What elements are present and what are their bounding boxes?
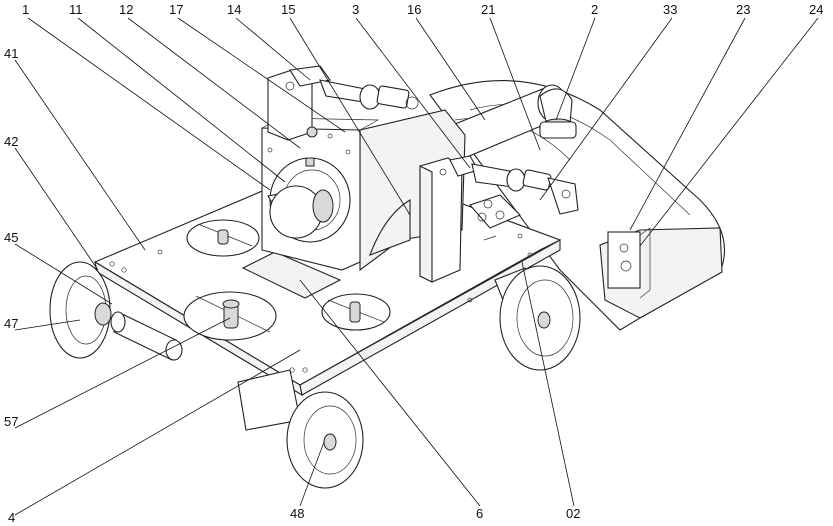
callout-14: 14 — [227, 2, 241, 17]
callout-47: 47 — [4, 316, 18, 331]
callout-16: 16 — [407, 2, 421, 17]
callout-17: 17 — [169, 2, 183, 17]
callout-02: 02 — [566, 506, 580, 521]
callout-11: 11 — [69, 2, 83, 17]
callout-15: 15 — [281, 2, 295, 17]
left-axle-shaft — [111, 312, 182, 360]
bracket-pillar — [420, 158, 462, 282]
callout-2: 2 — [591, 2, 598, 17]
right-wheel — [495, 266, 580, 370]
callout-48: 48 — [290, 506, 304, 521]
callout-45: 45 — [4, 230, 18, 245]
callout-24: 24 — [809, 2, 823, 17]
callout-41: 41 — [4, 46, 18, 61]
callout-33: 33 — [663, 2, 677, 17]
callout-3: 3 — [352, 2, 359, 17]
callout-12: 12 — [119, 2, 133, 17]
callout-42: 42 — [4, 134, 18, 149]
callout-1: 1 — [22, 2, 29, 17]
callout-23: 23 — [736, 2, 750, 17]
callout-57: 57 — [4, 414, 18, 429]
callout-4: 4 — [8, 510, 15, 525]
left-rear-wheel — [50, 262, 111, 358]
callout-21: 21 — [481, 2, 495, 17]
callout-6: 6 — [476, 506, 483, 521]
